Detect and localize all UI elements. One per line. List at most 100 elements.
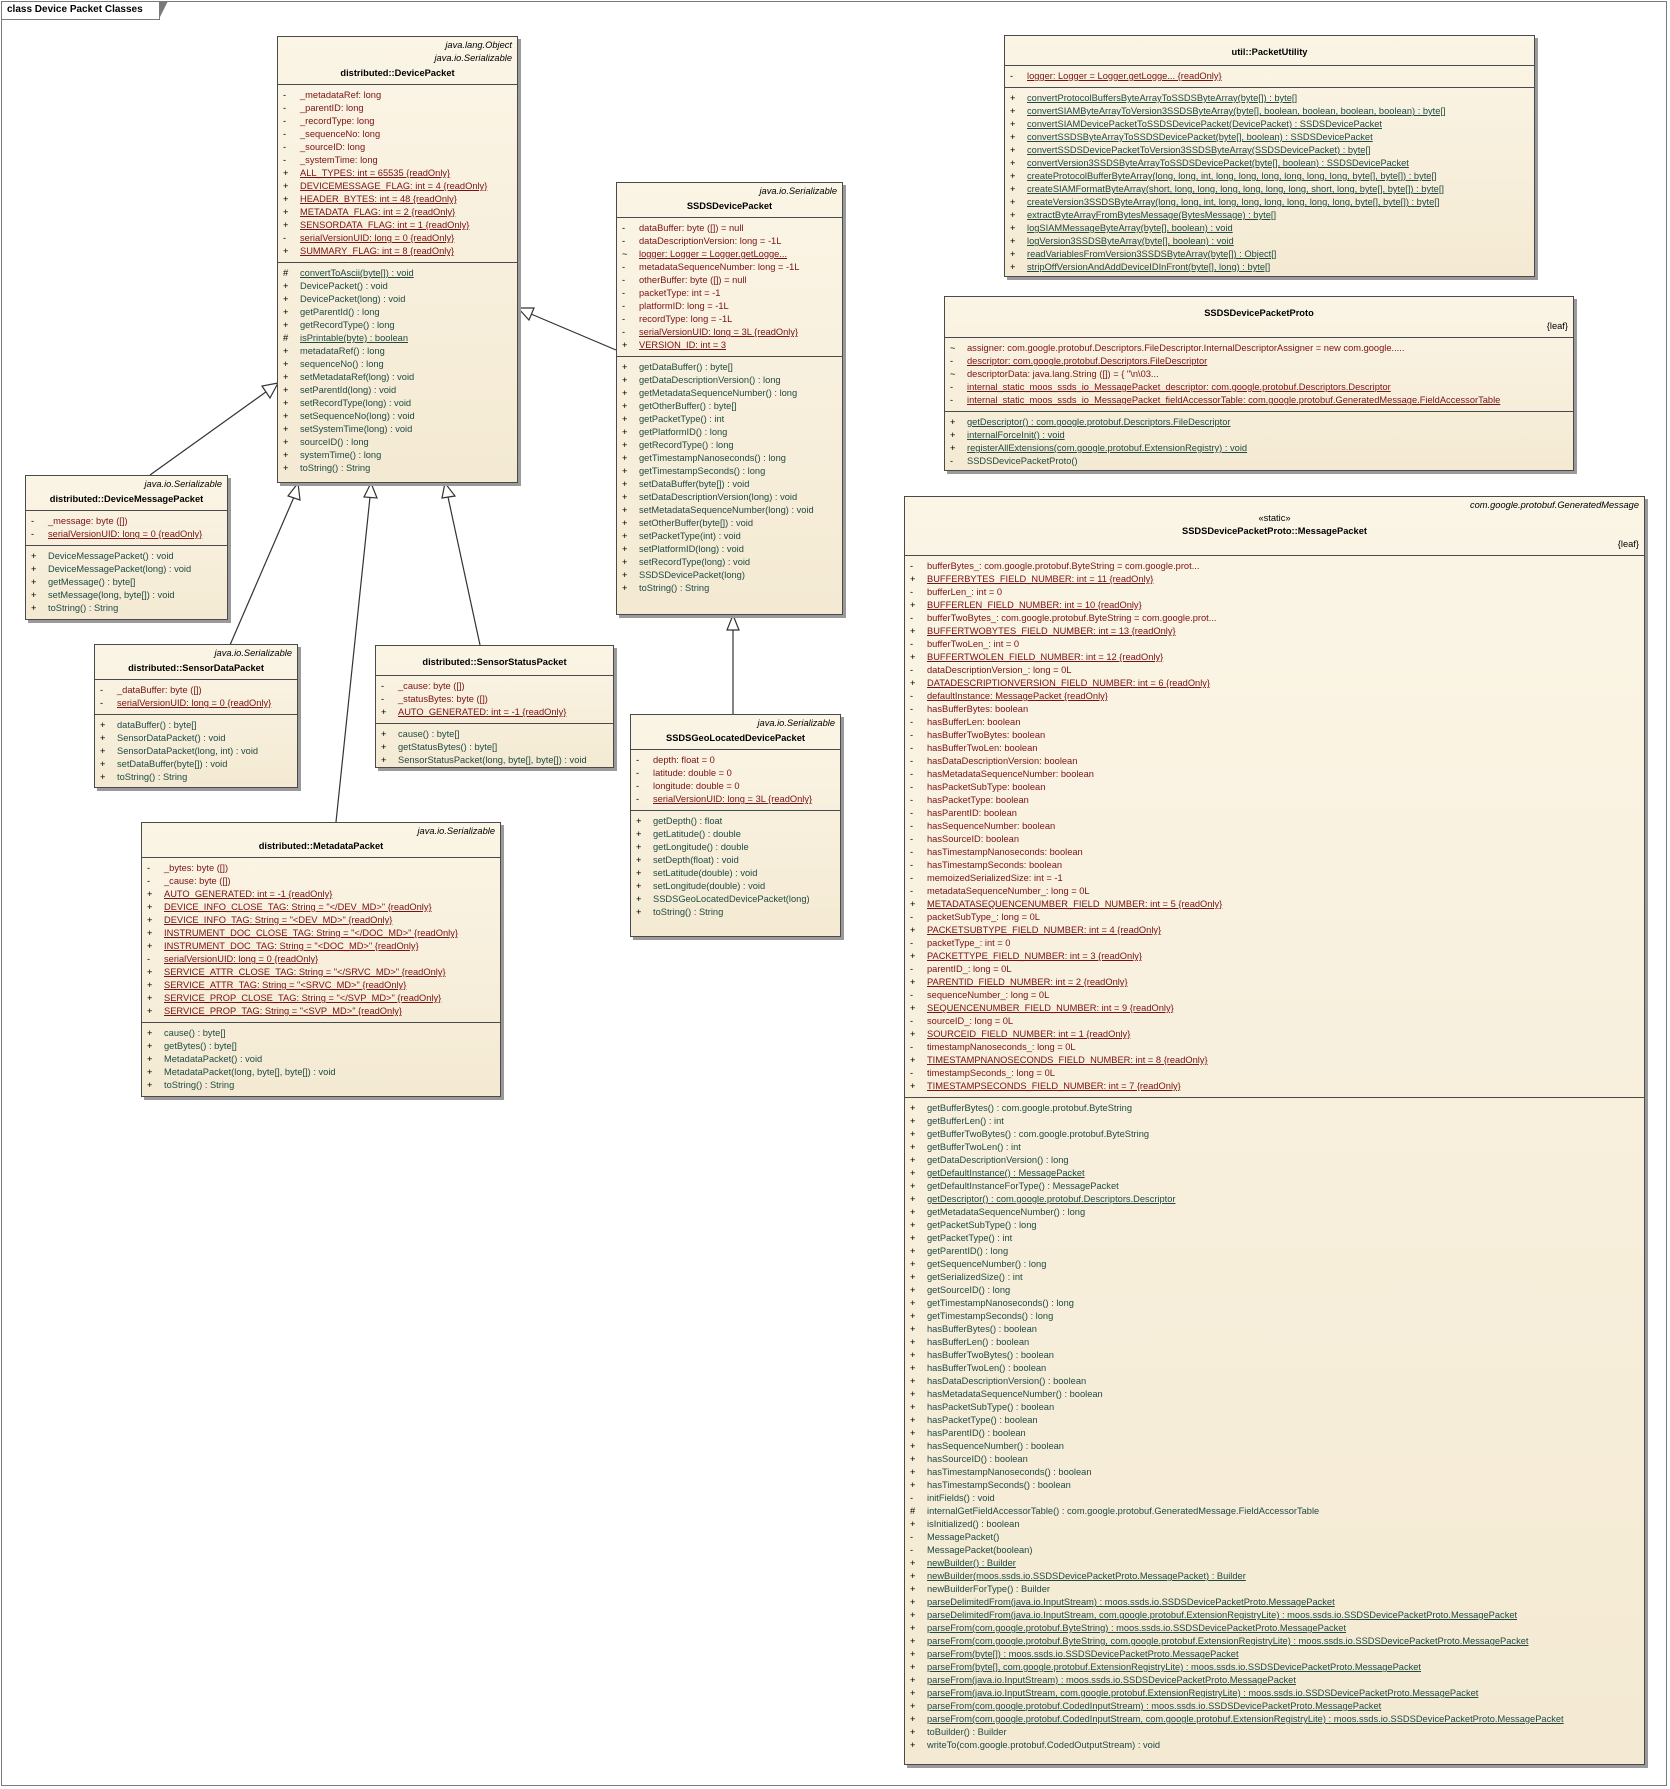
operation-text: sourceID() : long bbox=[300, 437, 369, 447]
attribute-row: -descriptor: com.google.protobuf.Descrip… bbox=[945, 355, 1573, 368]
attribute-text: defaultInstance: MessagePacket {readOnly… bbox=[927, 691, 1108, 701]
visibility-marker: + bbox=[622, 505, 628, 515]
operation-text: metadataRef() : long bbox=[300, 346, 385, 356]
visibility-marker: - bbox=[283, 103, 287, 113]
operation-row: +setParentId(long) : void bbox=[278, 384, 517, 397]
operation-row: +setDataBuffer(byte[]) : void bbox=[617, 478, 842, 491]
class-name: SSDSDevicePacketProto bbox=[1204, 308, 1314, 318]
visibility-marker: + bbox=[636, 816, 642, 826]
operation-row: +writeTo(com.google.protobuf.CodedOutput… bbox=[905, 1739, 1644, 1752]
attribute-row: -logger: Logger = Logger.getLogge... {re… bbox=[1005, 70, 1534, 83]
visibility-marker: + bbox=[283, 294, 289, 304]
operations-compartment: #convertToAscii(byte[]) : void+DevicePac… bbox=[278, 262, 517, 479]
visibility-marker: - bbox=[910, 886, 914, 896]
attribute-row: -serialVersionUID: long = 3L {readOnly} bbox=[617, 326, 842, 339]
attribute-row: -dataDescriptionVersion: long = -1L bbox=[617, 235, 842, 248]
operation-text: getDefaultInstanceForType() : MessagePac… bbox=[927, 1181, 1119, 1191]
visibility-marker: + bbox=[147, 928, 153, 938]
attribute-row: -serialVersionUID: long = 0 {readOnly} bbox=[95, 697, 297, 710]
operation-row: +convertSSDSDevicePacketToVersion3SSDSBy… bbox=[1005, 144, 1534, 157]
attribute-text: packetType_: int = 0 bbox=[927, 938, 1011, 948]
class-device-message-packet[interactable]: java.io.Serializable distributed::Device… bbox=[25, 475, 228, 620]
attribute-text: serialVersionUID: long = 3L {readOnly} bbox=[653, 794, 813, 804]
visibility-marker: - bbox=[910, 834, 914, 844]
attribute-text: PARENTID_FIELD_NUMBER: int = 2 {readOnly… bbox=[927, 977, 1128, 987]
attribute-text: assigner: com.google.protobuf.Descriptor… bbox=[967, 343, 1405, 353]
operation-text: toString() : String bbox=[300, 463, 371, 473]
attribute-text: longitude: double = 0 bbox=[653, 781, 740, 791]
attribute-text: TIMESTAMPNANOSECONDS_FIELD_NUMBER: int =… bbox=[927, 1055, 1208, 1065]
operation-row: + getLatitude() : double bbox=[631, 828, 840, 841]
class-packet-utility[interactable]: util::PacketUtility -logger: Logger = Lo… bbox=[1004, 35, 1535, 277]
generalization-arrowhead bbox=[260, 382, 280, 400]
operation-text: DeviceMessagePacket(long) : void bbox=[48, 564, 192, 574]
attribute-text: _bytes: byte ([]) bbox=[164, 863, 229, 873]
visibility-marker: + bbox=[147, 1006, 153, 1016]
visibility-marker: + bbox=[910, 1324, 916, 1334]
attribute-row: -metadataSequenceNumber: long = -1L bbox=[617, 261, 842, 274]
attribute-row: -_parentID: long bbox=[278, 102, 517, 115]
operation-row: +hasTimestampNanoseconds() : boolean bbox=[905, 1466, 1644, 1479]
visibility-marker: + bbox=[283, 307, 289, 317]
operation-text: isPrintable(byte) : boolean bbox=[300, 333, 409, 343]
operation-text: setMetadataRef(long) : void bbox=[300, 372, 415, 382]
operation-row: +setPacketType(int) : void bbox=[617, 530, 842, 543]
attribute-text: _sourceID: long bbox=[300, 142, 366, 152]
attribute-row: ~logger: Logger = Logger.getLogge... bbox=[617, 248, 842, 261]
attribute-text: BUFFERTWOLEN_FIELD_NUMBER: int = 12 {rea… bbox=[927, 652, 1164, 662]
visibility-marker: + bbox=[910, 1467, 916, 1477]
operation-text: getBufferTwoBytes() : com.google.protobu… bbox=[927, 1129, 1150, 1139]
class-message-packet[interactable]: com.google.protobuf.GeneratedMessage «st… bbox=[904, 496, 1645, 1765]
class-sensor-status-packet[interactable]: distributed::SensorStatusPacket -_cause:… bbox=[375, 645, 614, 768]
operation-row: +getSourceID() : long bbox=[905, 1284, 1644, 1297]
attribute-row: +ALL_TYPES: int = 65535 {readOnly} bbox=[278, 167, 517, 180]
operation-text: convertSIAMByteArrayToVersion3SSDSByteAr… bbox=[1027, 106, 1446, 116]
visibility-marker: + bbox=[910, 1350, 916, 1360]
attribute-row: -_bytes: byte ([]) bbox=[142, 862, 500, 875]
attribute-text: depth: float = 0 bbox=[653, 755, 715, 765]
visibility-marker: + bbox=[147, 1041, 153, 1051]
class-device-packet[interactable]: java.lang.Object java.io.Serializable di… bbox=[277, 36, 518, 483]
operation-text: getBufferTwoLen() : int bbox=[927, 1142, 1021, 1152]
visibility-marker: + bbox=[636, 829, 642, 839]
operation-row: +SensorDataPacket() : void bbox=[95, 732, 297, 745]
class-ssds-device-packet-proto[interactable]: SSDSDevicePacketProto {leaf} ~assigner: … bbox=[944, 296, 1574, 471]
operation-row: +getTimestampSeconds() : long bbox=[905, 1310, 1644, 1323]
generalization-arrowhead bbox=[516, 307, 535, 322]
attribute-text: _cause: byte ([]) bbox=[398, 681, 465, 691]
operation-row: -SSDSDevicePacketProto() bbox=[945, 455, 1573, 468]
operation-text: getLatitude() : double bbox=[653, 829, 741, 839]
class-sensor-data-packet[interactable]: java.io.Serializable distributed::Sensor… bbox=[94, 644, 298, 788]
visibility-marker: - bbox=[910, 860, 914, 870]
operation-row: +parseDelimitedFrom(java.io.InputStream)… bbox=[905, 1596, 1644, 1609]
attribute-row: -_cause: byte ([]) bbox=[142, 875, 500, 888]
attribute-text: parentID_: long = 0L bbox=[927, 964, 1012, 974]
visibility-marker: + bbox=[910, 1584, 916, 1594]
operation-text: DevicePacket(long) : void bbox=[300, 294, 406, 304]
class-ssds-device-packet[interactable]: java.io.Serializable SSDSDevicePacket -d… bbox=[616, 182, 843, 615]
visibility-marker: + bbox=[950, 417, 956, 427]
attribute-row: +DEVICE_INFO_CLOSE_TAG: String = "</DEV_… bbox=[142, 901, 500, 914]
attribute-text: _metadataRef: long bbox=[300, 90, 382, 100]
attribute-row: +TIMESTAMPNANOSECONDS_FIELD_NUMBER: int … bbox=[905, 1054, 1644, 1067]
visibility-marker: + bbox=[910, 1246, 916, 1256]
visibility-marker: + bbox=[283, 411, 289, 421]
operation-text: getSourceID() : long bbox=[927, 1285, 1011, 1295]
class-metadata-packet[interactable]: java.io.Serializable distributed::Metada… bbox=[141, 822, 501, 1097]
operation-row: +getDescriptor() : com.google.protobuf.D… bbox=[905, 1193, 1644, 1206]
operation-text: logSIAMMessageByteArray(byte[], boolean)… bbox=[1027, 223, 1233, 233]
generalization-line bbox=[229, 496, 295, 646]
operation-row: +SensorDataPacket(long, int) : void bbox=[95, 745, 297, 758]
attribute-row: -_recordType: long bbox=[278, 115, 517, 128]
visibility-marker: + bbox=[622, 440, 628, 450]
visibility-marker: + bbox=[910, 1675, 916, 1685]
class-header: java.io.Serializable SSDSGeoLocatedDevic… bbox=[631, 715, 840, 749]
operation-row: +getPacketSubType() : long bbox=[905, 1219, 1644, 1232]
operation-text: hasBufferTwoLen() : boolean bbox=[927, 1363, 1047, 1373]
operation-text: MessagePacket(boolean) bbox=[927, 1545, 1033, 1555]
visibility-marker: + bbox=[910, 1701, 916, 1711]
attribute-row: +SERVICE_ATTR_TAG: String = "<SRVC_MD>" … bbox=[142, 979, 500, 992]
class-ssds-geo-located-device-packet[interactable]: java.io.Serializable SSDSGeoLocatedDevic… bbox=[630, 714, 841, 937]
attribute-row: -_statusBytes: byte ([]) bbox=[376, 693, 613, 706]
attribute-row: -_message: byte ([]) bbox=[26, 515, 227, 528]
